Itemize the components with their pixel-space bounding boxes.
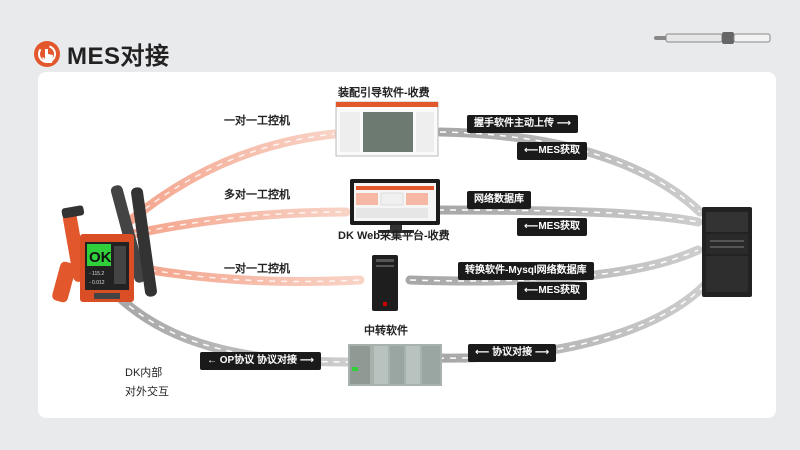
- touch-hand-icon: [34, 40, 60, 67]
- controller-reading-1: - 115.2: [89, 271, 104, 277]
- link-label-one-to-one-a: 一对一工控机: [224, 115, 290, 127]
- legend-external-label: 对外交互: [125, 386, 169, 398]
- controller-reading-2: - 0.012: [89, 280, 105, 286]
- mes-server-icon: [702, 207, 752, 297]
- network-db-pill: 网络数据库: [467, 191, 531, 209]
- guide-software-screenshot: [335, 101, 439, 157]
- plc-device: [348, 344, 442, 386]
- tightening-tool-group: OK - 115.2 - 0.012: [52, 185, 157, 303]
- internal-flow-low-dash: [137, 267, 361, 283]
- flow-canvas: OK - 115.2 - 0.012: [50, 101, 752, 394]
- op-protocol-pill: ← OP协议 协议对接 ⟶: [200, 352, 322, 370]
- screwdriver-tool-icon: [52, 185, 157, 303]
- guide-software-label: 装配引导软件-收费: [338, 87, 430, 99]
- internal-flow-mid: [128, 207, 351, 239]
- link-label-one-to-one-b: 一对一工控机: [224, 263, 290, 275]
- pen-decoration-icon: [654, 32, 771, 44]
- internal-flow-lines: [121, 129, 365, 286]
- mes-fetch-pill-2: ⟵MES获取: [517, 218, 588, 236]
- legend-swatches: [50, 367, 120, 394]
- relay-pc-tower: [372, 255, 398, 311]
- link-label-many-to-one: 多对一工控机: [224, 189, 290, 201]
- protocol-dock-pill: ⟵ 协议对接 ⟶: [468, 344, 557, 362]
- handshake-upload-pill: 握手软件主动上传 ⟶: [467, 115, 579, 133]
- internal-flow-mid-dash: [132, 211, 347, 235]
- page-title: MES对接: [67, 43, 170, 70]
- convert-mysql-pill: 转换软件-Mysql网络数据库: [458, 262, 594, 280]
- diagram-panel: OK - 115.2 - 0.012: [38, 72, 776, 418]
- controller-ok: OK: [89, 249, 112, 266]
- relay-software-label: 中转软件: [364, 325, 408, 337]
- mes-fetch-pill-1: ⟵MES获取: [517, 142, 588, 160]
- legend-internal-label: DK内部: [125, 367, 163, 379]
- header: MES对接: [33, 36, 170, 71]
- mes-fetch-pill-3: ⟵MES获取: [517, 282, 588, 300]
- internal-flow-top-dash: [125, 133, 335, 225]
- controller-unit: OK - 115.2 - 0.012: [80, 234, 134, 302]
- dk-web-label: DK Web采集平台-收费: [338, 230, 450, 242]
- dk-web-monitor: [350, 179, 440, 233]
